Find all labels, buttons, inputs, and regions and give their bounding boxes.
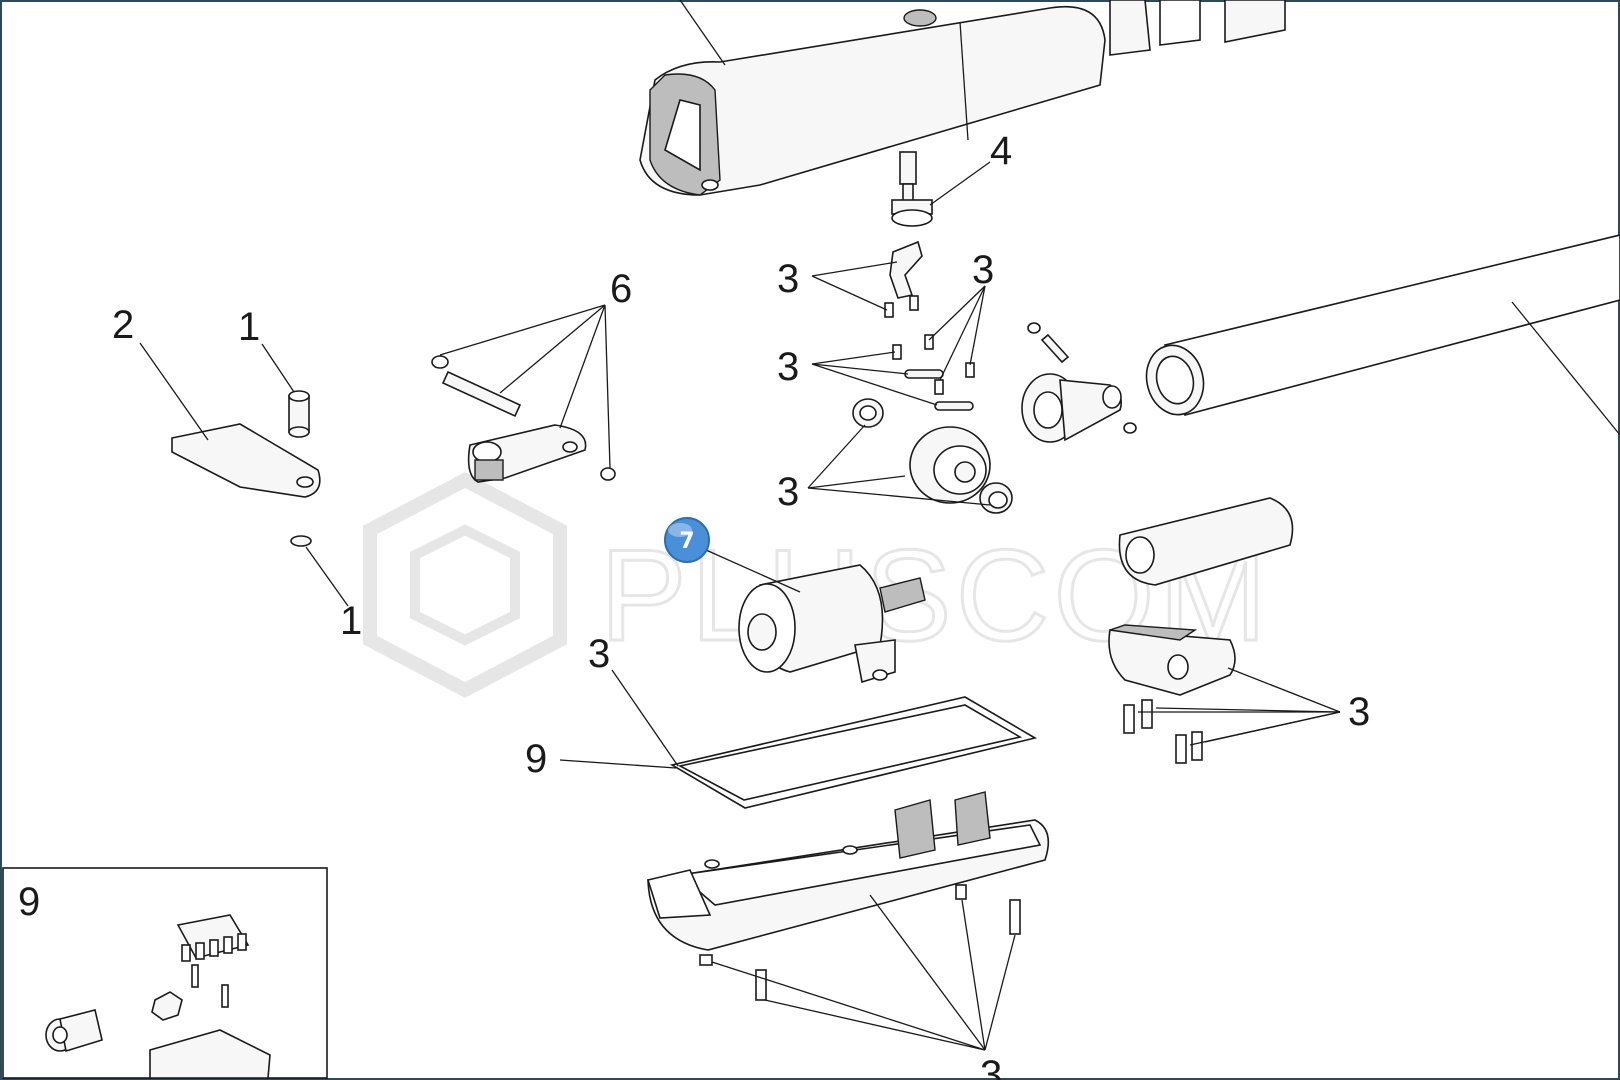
leader-3a2 (811, 275, 888, 311)
leader-4 (929, 161, 991, 206)
leader-3e1 (1227, 667, 1341, 713)
leader-9 (559, 759, 677, 769)
inset-screw-2 (221, 984, 229, 1008)
leader-3g1 (869, 894, 986, 1051)
leader-top-cover (679, 0, 726, 66)
leader-3f (611, 669, 679, 767)
callout-3c: 3 (777, 345, 799, 389)
leader-3d3 (807, 487, 991, 506)
bevel-gear (1021, 373, 1137, 443)
part-2-mounting-plate (171, 423, 321, 498)
badge-label-7: 7 (679, 529, 694, 554)
base-screws (699, 884, 1021, 1001)
part-9-gasket (669, 696, 1038, 809)
leader-1b (305, 546, 349, 607)
junction-box (149, 1029, 271, 1079)
leader-3d2 (807, 475, 906, 489)
inset-nut (151, 991, 183, 1021)
inset-label: 9 (18, 880, 40, 924)
leader-6d (604, 304, 611, 469)
leader-6a (439, 304, 606, 356)
leader-3g5 (764, 999, 986, 1051)
cable-gland (45, 1009, 103, 1053)
callout-3a: 3 (777, 257, 799, 301)
leader-3b2 (939, 285, 986, 381)
callout-3f: 3 (588, 632, 610, 676)
callout-3e: 3 (1348, 690, 1370, 734)
side-cover-lower (1108, 624, 1236, 696)
leader-1a (261, 343, 295, 393)
extension-tube (1145, 234, 1620, 416)
leader-3e5 (1204, 711, 1341, 743)
part-1-bushing (288, 390, 310, 438)
leader-3g4 (711, 961, 986, 1051)
inset-detail: 9 (2, 867, 328, 1079)
leader-3c3 (811, 363, 938, 406)
leader-3g3 (984, 934, 1016, 1051)
leader-3g2 (961, 899, 986, 1051)
callout-6: 6 (610, 267, 632, 311)
drive-gear (852, 398, 1013, 514)
leader-6c (559, 304, 606, 429)
leader-tube (1511, 301, 1620, 436)
highlight-badge-7[interactable]: 7 (664, 517, 710, 563)
inset-screw-1 (191, 964, 199, 988)
callout-1a: 1 (238, 305, 260, 349)
callout-3d: 3 (777, 470, 799, 514)
leader-3b1 (928, 285, 986, 341)
part-4-spindle (891, 151, 933, 227)
leader-2 (139, 342, 209, 441)
callout-3b: 3 (972, 248, 994, 292)
part-7-motor (738, 564, 926, 684)
callout-4: 4 (990, 129, 1012, 173)
callout-2: 2 (112, 303, 134, 347)
callout-3g: 3 (980, 1053, 1002, 1080)
leader-3c2 (811, 363, 909, 375)
leader-3c1 (811, 351, 896, 365)
leader-6b (499, 304, 606, 394)
leader-3b3 (969, 285, 986, 366)
leader-7 (705, 549, 801, 593)
limit-switch-hardware (884, 240, 1070, 411)
leader-3a1 (811, 261, 898, 277)
base-housing (646, 791, 1050, 951)
top-cover (639, 0, 1286, 196)
leader-3e3 (1155, 707, 1341, 713)
part-1-washer (290, 535, 312, 547)
cover-screws (1123, 699, 1203, 764)
callout-9: 9 (525, 737, 547, 781)
leader-3d1 (807, 424, 866, 489)
side-cover-upper (1118, 497, 1294, 586)
part-6-arm-bracket (431, 355, 616, 483)
callout-1b: 1 (340, 599, 362, 643)
terminal-block (176, 914, 250, 962)
